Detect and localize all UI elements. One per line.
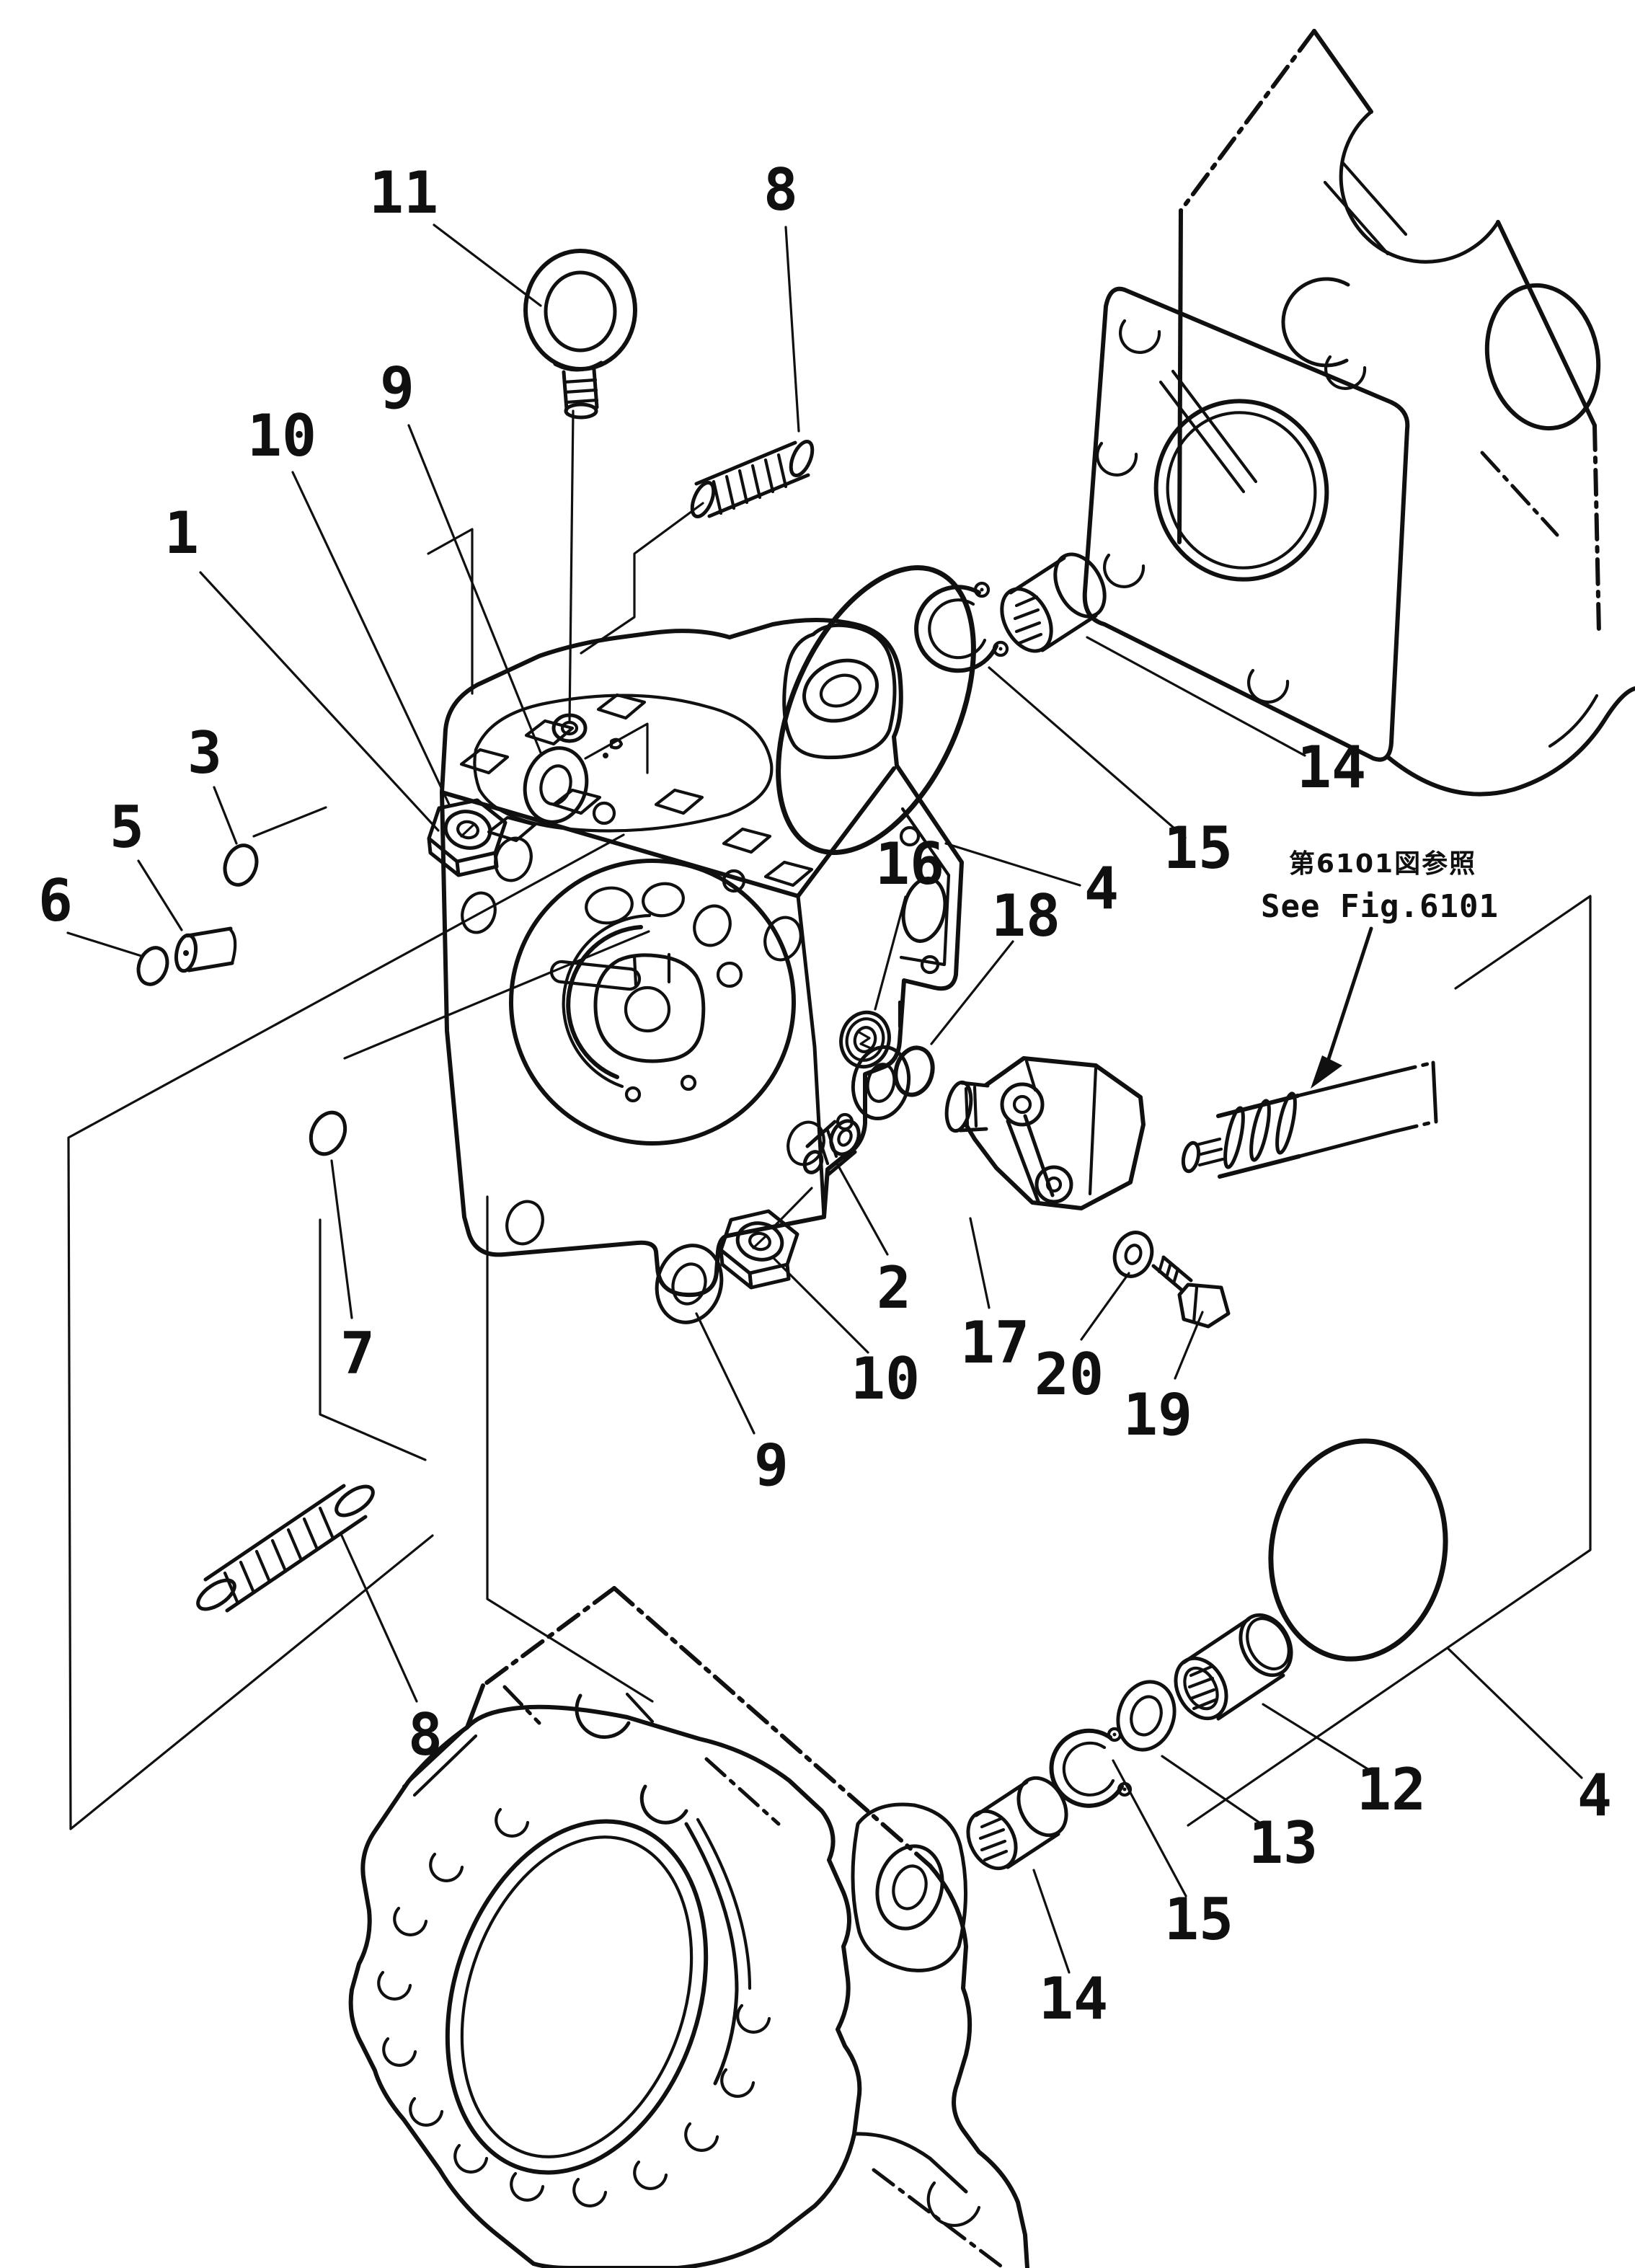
washer-13 [1116,1680,1177,1752]
lower-washer-9 [655,1244,724,1324]
leader-line-4-22 [1446,1647,1583,1779]
leader-line-20-18 [1080,1272,1130,1341]
callout-7-8: 7 [340,1320,375,1387]
leader-line-19-19 [1174,1311,1204,1380]
callout-10-15: 10 [851,1345,920,1412]
note-arrow-head [1311,1055,1342,1089]
callout-8-20: 8 [408,1701,443,1768]
upper-oring-4 [776,565,976,855]
callout-2-14: 2 [877,1254,911,1321]
leader-line-10-3 [291,471,451,807]
leader-line-13-23 [1161,1755,1268,1829]
eye-bolt-11 [523,249,637,420]
callout-11-0: 11 [369,159,438,226]
oring-18 [893,1045,935,1097]
callout-15-12: 15 [1164,815,1233,882]
leader-line-14-13 [1086,636,1306,757]
leader-line-16-9 [874,895,907,1011]
callout-9-2: 9 [380,355,415,422]
oring-3 [223,843,259,887]
plug-5 [174,926,237,973]
callout-5-6: 5 [110,794,144,861]
leader-line-11-0 [433,223,542,307]
callout-16-9: 16 [875,830,944,898]
leader-line-9-2 [407,424,542,754]
callout-15-24: 15 [1164,1886,1233,1953]
leader-line-4-11 [944,842,1081,887]
see-fig-note: 第6101図参照 See Fig.6101 [1261,849,1499,1089]
leader-line-18-10 [930,940,1014,1045]
construction-lines [252,409,813,1227]
section-planes [67,833,1592,1830]
upper-stud-8 [690,440,815,518]
callout-19-19: 19 [1123,1381,1192,1448]
note-arrow-line [1324,926,1373,1068]
leader-line-12-21 [1262,1703,1374,1773]
callout-10-3: 10 [247,402,316,469]
screw-2 [802,1119,861,1177]
valve-17 [944,1056,1146,1210]
leader-line-2-14 [835,1161,889,1256]
lower-bearing-14 [966,1776,1068,1871]
lower-nut-10 [719,1209,799,1290]
note-japanese: 第6101図参照 [1289,849,1476,879]
callout-1-4: 1 [164,500,199,567]
lower-stud-8 [196,1484,375,1613]
oring-6 [136,946,169,986]
plug-16 [839,1010,891,1069]
leader-line-1-4 [199,571,440,832]
leader-line-9-16 [695,1312,756,1435]
lower-oring-4 [1268,1438,1448,1662]
callout-3-5: 3 [187,719,222,787]
callout-13-23: 13 [1249,1809,1318,1877]
bushing-12 [1174,1613,1293,1721]
leader-line-15-12 [988,666,1187,839]
leader-line-3-5 [213,786,238,845]
callout-9-16: 9 [754,1432,789,1499]
callout-14-13: 14 [1297,734,1366,801]
spool-see-fig [1181,1060,1438,1179]
leader-line-8-1 [784,226,800,433]
leader-line-15-24 [1112,1759,1187,1897]
lower-snap-ring-15 [1049,1727,1133,1808]
main-pump-body [440,618,964,1298]
rear-case [1082,29,1635,797]
callout-17-17: 17 [960,1309,1029,1376]
callout-6-7: 6 [38,867,73,934]
leader-line-14-25 [1032,1869,1071,1974]
callout-4-11: 4 [1084,855,1119,922]
callout-4-22: 4 [1577,1762,1612,1829]
callout-18-10: 18 [991,882,1060,949]
leader-line-17-17 [969,1217,991,1309]
callout-14-25: 14 [1039,1965,1108,2032]
upper-snap-ring-15 [914,581,1009,673]
upper-bearing-14 [1000,552,1107,653]
washer-20 [1112,1231,1154,1278]
bolt-19 [1151,1255,1231,1329]
leader-line-6-7 [66,931,143,957]
leader-line-8-20 [340,1534,418,1703]
note-english: See Fig.6101 [1261,888,1499,925]
leader-line-10-15 [773,1257,869,1354]
callout-20-18: 20 [1034,1341,1104,1408]
front-case [348,1586,1029,2268]
oring-7 [309,1110,347,1156]
callout-8-1: 8 [763,156,798,223]
leader-line-5-6 [137,859,183,931]
callout-12-21: 12 [1357,1756,1426,1823]
leader-line-7-8 [330,1159,353,1319]
